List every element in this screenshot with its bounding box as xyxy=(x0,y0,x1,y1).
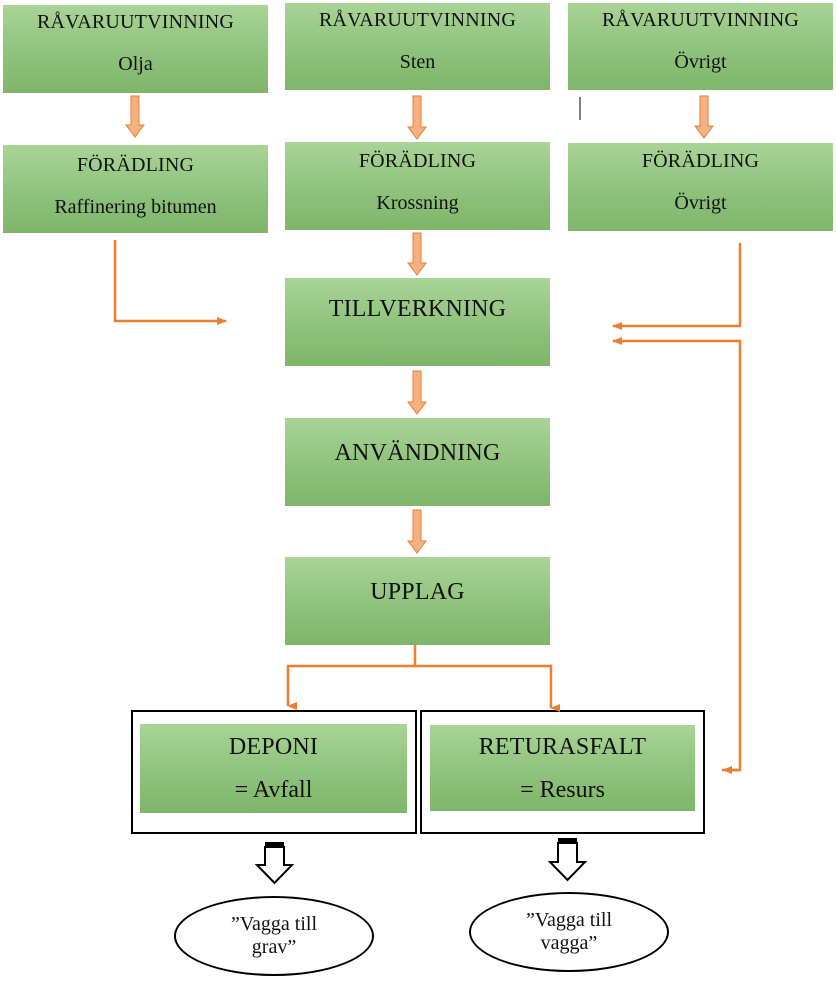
landfill-box: DEPONI = Avfall xyxy=(140,724,407,813)
block-arrow-crushing xyxy=(407,232,427,276)
raw-stone-box: RÅVARUUTVINNING Sten xyxy=(285,3,550,90)
connector-to-landfill xyxy=(286,664,415,710)
manufacturing-box: TILLVERKNING xyxy=(285,278,550,366)
outcome-grave-line1: ”Vagga till xyxy=(230,913,318,935)
storage-title: UPPLAG xyxy=(370,579,465,605)
storage-box: UPPLAG xyxy=(285,557,550,645)
usage-box: ANVÄNDNING xyxy=(285,418,550,506)
raw-oil-title: RÅVARUUTVINNING xyxy=(36,11,235,33)
raw-oil-box: RÅVARUUTVINNING Olja xyxy=(3,5,268,93)
recycled-box: RETURASFALT = Resurs xyxy=(430,725,695,811)
refining-bitumen-title: FÖRÄDLING xyxy=(76,154,195,176)
outcome-arrow-cradle xyxy=(547,838,588,882)
refining-other-title: FÖRÄDLING xyxy=(641,150,760,172)
refining-crushing-sub: Krossning xyxy=(376,192,459,214)
manufacturing-title: TILLVERKNING xyxy=(328,296,507,322)
outcome-cradle-line2: vagga” xyxy=(540,932,598,954)
recycled-sub: = Resurs xyxy=(520,777,605,803)
refining-other-sub: Övrigt xyxy=(674,192,727,214)
block-arrow-oil xyxy=(125,95,145,138)
landfill-sub: = Avfall xyxy=(234,777,313,803)
block-arrow-stone xyxy=(407,95,427,140)
outcome-cradle-line1: ”Vagga till xyxy=(525,909,613,931)
refining-crushing-title: FÖRÄDLING xyxy=(358,150,477,172)
outcome-arrow-grave xyxy=(254,842,295,885)
connector-bitumen-to-manufacturing xyxy=(113,240,227,325)
raw-other-box: RÅVARUUTVINNING Övrigt xyxy=(568,3,833,90)
connector-recycling-loop xyxy=(612,337,742,772)
landfill-title: DEPONI xyxy=(228,734,319,760)
refining-crushing-box: FÖRÄDLING Krossning xyxy=(285,142,550,230)
refining-other-box: FÖRÄDLING Övrigt xyxy=(568,143,833,231)
block-arrow-manufacturing xyxy=(407,370,427,415)
outcome-cradle-to-grave: ”Vagga till grav” xyxy=(174,896,374,976)
refining-bitumen-sub: Raffinering bitumen xyxy=(54,196,217,218)
raw-stone-title: RÅVARUUTVINNING xyxy=(318,9,517,31)
usage-title: ANVÄNDNING xyxy=(334,440,501,466)
recycled-title: RETURASFALT xyxy=(478,734,647,760)
block-arrow-usage xyxy=(407,509,427,554)
outcome-cradle-to-cradle: ”Vagga till vagga” xyxy=(469,892,669,972)
connector-to-recycled xyxy=(415,664,560,712)
raw-oil-sub: Olja xyxy=(118,53,153,75)
raw-stone-sub: Sten xyxy=(399,51,436,73)
raw-other-sub: Övrigt xyxy=(674,51,727,73)
raw-other-title: RÅVARUUTVINNING xyxy=(601,9,800,31)
refining-bitumen-box: FÖRÄDLING Raffinering bitumen xyxy=(3,145,268,233)
outcome-grave-line2: grav” xyxy=(251,936,297,958)
connector-other-to-manufacturing xyxy=(612,243,742,330)
block-arrow-other xyxy=(694,95,714,139)
